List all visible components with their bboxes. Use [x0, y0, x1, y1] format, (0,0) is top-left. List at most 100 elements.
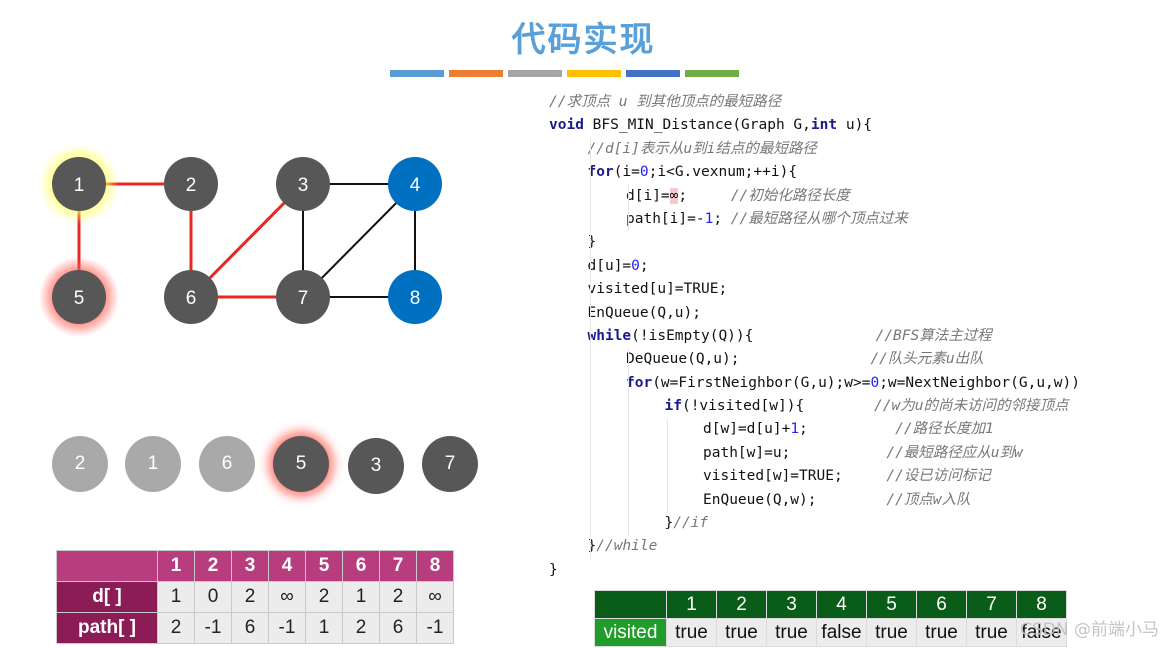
title-bar-5	[626, 70, 680, 77]
code-text: EnQueue(Q,u);	[587, 304, 702, 321]
code-number: 1	[790, 421, 800, 438]
title-bar-4	[567, 70, 621, 77]
column-header: 2	[194, 550, 232, 582]
table-cell: 1	[305, 612, 343, 644]
table-cell: 2	[305, 581, 343, 613]
code-text: }	[549, 561, 558, 578]
code-text: DeQueue(Q,u);	[626, 351, 740, 368]
code-keyword: int	[810, 117, 838, 134]
queue-item: 7	[422, 436, 478, 492]
code-line: d[u]=0;	[549, 255, 1080, 278]
code-line: d[w]=d[u]+1; //路径长度加1	[549, 418, 1080, 441]
code-comment: //BFS算法主过程	[875, 327, 992, 344]
code-line: //求顶点 u 到其他顶点的最短路径	[549, 91, 1080, 114]
row-header: path[ ]	[56, 612, 158, 644]
code-line: void BFS_MIN_Distance(Graph G,int u){	[549, 114, 1080, 137]
visited-cell: true	[966, 618, 1017, 647]
visited-column-header: 3	[766, 590, 817, 619]
column-header: 5	[305, 550, 343, 582]
code-comment: //路径长度加1	[895, 421, 994, 438]
table-cell: 1	[342, 581, 380, 613]
graph-node-label: 6	[186, 288, 197, 309]
code-line: for(i=0;i<G.vexnum;++i){	[549, 161, 1080, 184]
visited-cell: true	[766, 618, 817, 647]
code-text: (!visited[w]){	[681, 398, 805, 415]
table-cell: -1	[416, 612, 454, 644]
code-text: path[i]=-	[626, 210, 705, 227]
code-line: }	[549, 559, 1080, 582]
visited-column-header: 6	[916, 590, 967, 619]
code-line: while(!isEmpty(Q)){ //BFS算法主过程	[549, 325, 1080, 348]
table-cell: 6	[379, 612, 417, 644]
queue-item: 2	[52, 436, 108, 492]
table-cell: 2	[231, 581, 269, 613]
graph-node-label: 7	[298, 288, 309, 309]
visited-column-header: 5	[866, 590, 917, 619]
code-number: 0	[631, 257, 640, 274]
code-text: path[w]=u;	[703, 444, 791, 461]
table-cell: -1	[268, 612, 306, 644]
table-cell: ∞	[268, 581, 306, 613]
code-line: for(w=FirstNeighbor(G,u);w>=0;w=NextNeig…	[549, 372, 1080, 395]
row-header: d[ ]	[56, 581, 158, 613]
page-title: 代码实现	[511, 20, 656, 60]
code-padding	[843, 468, 887, 484]
code-line: d[i]=∞; //初始化路径长度	[549, 185, 1080, 208]
code-text: BFS_MIN_Distance(Graph G,	[583, 117, 811, 134]
graph-node-label: 4	[410, 175, 421, 196]
code-keyword: void	[549, 117, 584, 134]
code-text: EnQueue(Q,w);	[703, 491, 817, 508]
code-padding	[740, 351, 871, 367]
code-text: ;	[678, 187, 731, 204]
graph-node-2: 2	[164, 157, 218, 211]
code-line: path[w]=u; //最短路径应从u到w	[549, 442, 1080, 465]
title-bar-2	[449, 70, 503, 77]
code-keyword: while	[587, 327, 632, 344]
column-header: 7	[379, 550, 417, 582]
visited-cell: false	[816, 618, 867, 647]
indent-guide	[666, 418, 668, 513]
table-cell: 0	[194, 581, 232, 613]
code-padding	[817, 492, 887, 508]
code-line: EnQueue(Q,w); //顶点w入队	[549, 489, 1080, 512]
table-cell: 2	[379, 581, 417, 613]
code-line: //d[i]表示从u到i结点的最短路径	[549, 138, 1080, 161]
table-cell: -1	[194, 612, 232, 644]
code-padding	[804, 398, 874, 414]
code-highlight: ∞	[669, 187, 679, 204]
title-bar-1	[390, 70, 444, 77]
visited-column-header: 4	[816, 590, 867, 619]
visited-cell: true	[716, 618, 767, 647]
code-text: (i=	[613, 164, 640, 181]
graph-node-label: 3	[298, 175, 309, 196]
code-number: 1	[704, 210, 714, 227]
code-text: d[u]=	[587, 257, 632, 274]
code-line: }//while	[549, 535, 1080, 558]
visited-column-header: 2	[716, 590, 767, 619]
code-text: ;	[639, 257, 649, 274]
code-number: 0	[639, 164, 649, 181]
code-line: DeQueue(Q,u); //队头元素u出队	[549, 348, 1080, 371]
table-cell: 2	[342, 612, 380, 644]
graph-node-label: 5	[74, 288, 85, 309]
code-text: visited[w]=TRUE;	[703, 468, 843, 485]
queue-item: 5	[273, 436, 329, 492]
code-line: }	[549, 231, 1080, 254]
column-header: 3	[231, 550, 269, 582]
code-line: visited[w]=TRUE; //设已访问标记	[549, 465, 1080, 488]
column-header: 6	[342, 550, 380, 582]
table-cell: 1	[157, 581, 195, 613]
code-line: }//if	[549, 512, 1080, 535]
visited-cell: true	[916, 618, 967, 647]
code-text: ;	[799, 421, 808, 438]
indent-guide	[628, 348, 629, 536]
code-text: (!isEmpty(Q)){	[631, 327, 754, 344]
code-text: ;w=NextNeighbor(G,u,w))	[879, 374, 1080, 391]
code-comment: //w为u的尚未访问的邻接顶点	[874, 398, 1069, 415]
code-text: }	[587, 234, 597, 251]
code-line: visited[u]=TRUE;	[549, 278, 1080, 301]
